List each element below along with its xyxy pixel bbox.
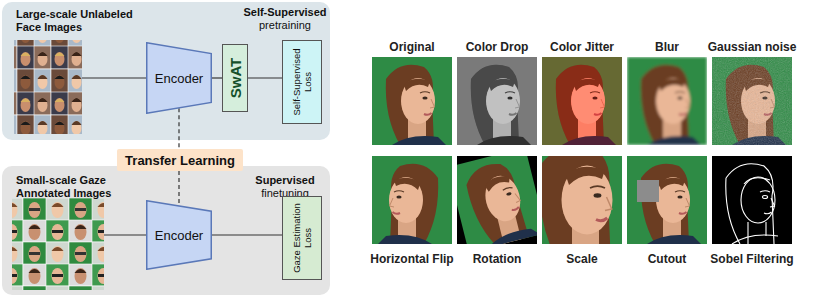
rotated-slot: Self-Supervised Loss	[291, 43, 313, 121]
face-tile	[627, 57, 707, 145]
augmentation-label: Gaussian noise	[696, 40, 808, 54]
caption-slot: Sobel Filtering	[696, 252, 808, 266]
box-label: Transfer Learning	[125, 153, 235, 168]
swat-block: SwAT	[222, 44, 248, 112]
augmentation-label: Sobel Filtering	[696, 252, 808, 266]
caption-slot: Color Jitter	[526, 40, 638, 54]
loss-box: Self-Supervised Loss	[282, 40, 322, 124]
panel-heading: Large-scale Unlabeled Face Images	[16, 8, 146, 34]
text-slot: Large-scale Unlabeled Face Images	[16, 8, 146, 34]
stage-tag: Self-Supervised pretraining	[240, 6, 330, 32]
caption-slot: Rotation	[441, 252, 553, 266]
augmentation-label: Scale	[526, 252, 638, 266]
transfer-link	[178, 171, 179, 206]
face-tile	[457, 57, 537, 145]
text-slot: Self-Supervised pretraining	[240, 6, 330, 32]
face-tile	[627, 156, 707, 244]
block-label: Self-Supervised Loss	[291, 43, 313, 121]
rotated-slot: Gaze Estimation Loss	[291, 199, 313, 277]
face-tile	[372, 156, 452, 244]
augmentation-label: Blur	[611, 40, 723, 54]
augmentation-label: Cutout	[611, 252, 723, 266]
panel-heading: Small-scale Gaze Annotated Images	[16, 174, 146, 200]
face-tile	[712, 156, 792, 244]
flow-line	[248, 77, 282, 78]
text-slot: Small-scale Gaze Annotated Images	[16, 174, 146, 200]
block-label: SwAT	[227, 47, 244, 109]
caption-slot: Color Drop	[441, 40, 553, 54]
encoder-block: Encoder	[146, 200, 212, 270]
face-tile	[542, 57, 622, 145]
face-collage	[14, 40, 82, 134]
face-tile	[448, 148, 547, 253]
input-line	[82, 77, 146, 78]
face-tile	[518, 134, 638, 266]
transfer-link	[178, 108, 179, 149]
caption-slot: Gaussian noise	[696, 40, 808, 54]
caption-slot: Scale	[526, 252, 638, 266]
face-tile	[712, 57, 792, 145]
input-line	[104, 234, 146, 235]
caption-slot: Cutout	[611, 252, 723, 266]
transfer-box: Transfer Learning	[117, 149, 243, 171]
face-tile	[372, 57, 452, 145]
rotated-slot: SwAT	[227, 47, 244, 109]
augmentation-label: Original	[356, 40, 468, 54]
augmentation-label: Color Drop	[441, 40, 553, 54]
flow-line	[212, 77, 222, 78]
flow-line	[212, 234, 282, 235]
encoder-label: Encoder	[155, 71, 203, 86]
block-label: Gaze Estimation Loss	[291, 199, 313, 277]
loss-box: Gaze Estimation Loss	[282, 196, 322, 280]
augmentation-label: Horizontal Flip	[370, 252, 454, 266]
gaze-collage	[12, 198, 104, 290]
encoder-block: Encoder	[146, 42, 212, 114]
caption-slot: Blur	[611, 40, 723, 54]
augmentation-label: Color Jitter	[526, 40, 638, 54]
caption-slot: Horizontal Flip	[370, 252, 454, 266]
encoder-label: Encoder	[155, 228, 203, 243]
augmentation-label: Rotation	[441, 252, 553, 266]
caption-slot: Original	[356, 40, 468, 54]
